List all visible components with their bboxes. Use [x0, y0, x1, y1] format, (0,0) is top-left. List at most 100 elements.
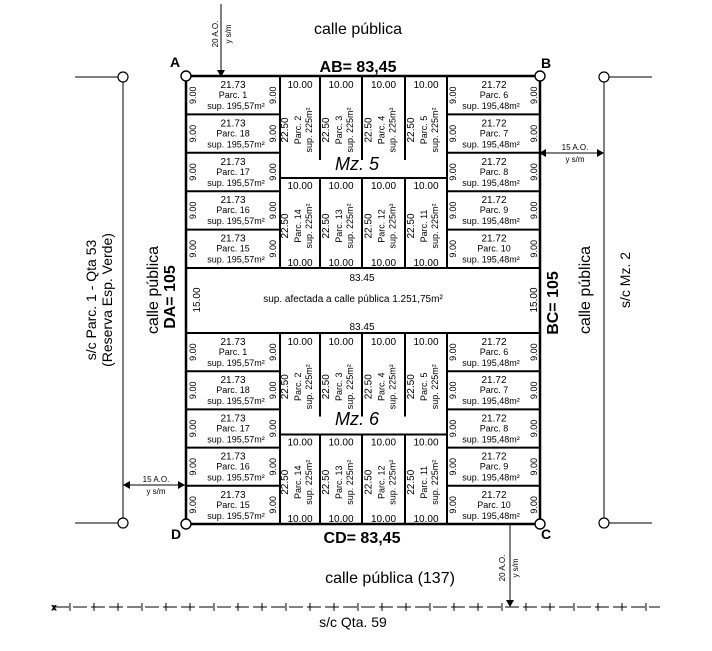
- parcel-width: 21.73: [220, 80, 245, 91]
- parcel-depth: 9.00: [529, 420, 539, 438]
- parcel-depth: 9.00: [448, 125, 458, 143]
- neighbor-boundary-nodes: [117, 71, 610, 529]
- parcel-width: 21.72: [481, 337, 506, 348]
- parcel-depth: 9.00: [529, 86, 539, 104]
- parcel-depth: 9.00: [188, 202, 198, 220]
- parcel-area: sup. 225m²: [388, 107, 398, 152]
- parcel-name: Parc. 12: [377, 209, 387, 243]
- parcel-width: 21.73: [220, 337, 245, 348]
- parcel-width: 10.00: [371, 80, 396, 91]
- parcel-depth: 9.00: [188, 496, 198, 514]
- parcel-area: sup. 225m²: [430, 460, 440, 505]
- parcel-name: Parc. 15: [216, 500, 250, 510]
- neighbor-boundaries: [75, 76, 652, 524]
- parcel-depth: 9.00: [188, 240, 198, 258]
- parcel-name: Parc. 17: [216, 423, 250, 433]
- parcel-name: Parc. 5: [419, 116, 429, 145]
- parcel-depth: 22.50: [406, 117, 417, 142]
- parcel-name: Parc. 11: [419, 210, 429, 243]
- street-bottom-label: calle pública (137): [325, 570, 455, 587]
- parcel-width: 21.73: [220, 452, 245, 463]
- parcel-depth: 9.00: [268, 458, 278, 476]
- parcel-name: Parc. 13: [334, 465, 344, 499]
- parcel-name: Parc. 16: [216, 462, 250, 472]
- parcel-name: Parc. 2: [293, 372, 303, 401]
- parcel-depth: 9.00: [529, 496, 539, 514]
- parcel-name: Parc. 3: [334, 116, 344, 145]
- parcel-width: 10.00: [371, 181, 396, 192]
- parcel-width: 21.73: [220, 195, 245, 206]
- parcel-width: 21.72: [481, 118, 506, 129]
- neighbor-bottom-label: s/c Qta. 59: [319, 614, 387, 630]
- parcel-width: 21.72: [481, 157, 506, 168]
- parcel-width: 10.00: [328, 514, 353, 525]
- parcel-depth: 9.00: [448, 420, 458, 438]
- parcel-name: Parc. 17: [216, 167, 250, 177]
- parcel-depth: 22.50: [280, 117, 291, 142]
- parcel-depth: 9.00: [448, 458, 458, 476]
- parcel-name: Parc. 10: [477, 500, 511, 510]
- parcel-area: sup. 225m²: [345, 460, 355, 505]
- parcel-depth: 9.00: [188, 382, 198, 400]
- parcel-name: Parc. 4: [377, 116, 387, 145]
- parcel-depth: 22.50: [406, 213, 417, 238]
- parcel-name: Parc. 16: [216, 205, 250, 215]
- parcel-depth: 9.00: [188, 420, 198, 438]
- middle-street-length-bottom: 83.45: [349, 322, 374, 333]
- side-da-label: DA= 105: [162, 265, 179, 329]
- parcel-width: 21.72: [481, 375, 506, 386]
- parcel-depth: 9.00: [448, 343, 458, 361]
- parcel-name: Parc. 6: [480, 90, 509, 100]
- parcel-depth: 9.00: [268, 202, 278, 220]
- parcel-width: 10.00: [287, 80, 312, 91]
- block-name-label: Mz. 6: [335, 409, 380, 429]
- parcel-area: sup. 225m²: [304, 460, 314, 505]
- parcel-area: sup. 195,48m²: [462, 511, 520, 521]
- parcel-width: 21.72: [481, 490, 506, 501]
- parcel-width: 10.00: [413, 80, 438, 91]
- parcel-width: 10.00: [287, 337, 312, 348]
- parcel-area: sup. 225m²: [304, 364, 314, 409]
- parcel-width: 21.72: [481, 452, 506, 463]
- parcel-width: 21.72: [481, 195, 506, 206]
- annotation-left-line1: 15 A.O.: [143, 475, 170, 484]
- parcel-area: sup. 225m²: [430, 364, 440, 409]
- neighbor-left-line1: s/c Parc. 1 - Qta 53: [83, 239, 99, 360]
- parcel-name: Parc. 3: [334, 372, 344, 401]
- parcel-area: sup. 225m²: [304, 203, 314, 248]
- parcel-name: Parc. 18: [216, 385, 250, 395]
- parcel-area: sup. 195,57m²: [207, 473, 265, 483]
- parcel-depth: 22.50: [280, 213, 291, 238]
- parcel-width: 21.73: [220, 234, 245, 245]
- parcel-depth: 9.00: [529, 202, 539, 220]
- rail-end-mark: x: [52, 603, 56, 612]
- annotation-top: 20 A.O. y s/m: [211, 4, 233, 77]
- parcel-depth: 22.50: [321, 117, 332, 142]
- middle-street-width-right: 15.00: [529, 287, 540, 312]
- parcel-width: 21.73: [220, 490, 245, 501]
- parcel-name: Parc. 5: [419, 372, 429, 401]
- annotation-bottom-line2: y s/m: [511, 558, 520, 577]
- parcel-area: sup. 195,48m²: [462, 434, 520, 444]
- parcel-depth: 9.00: [448, 496, 458, 514]
- parcel-area: sup. 225m²: [388, 203, 398, 248]
- parcel-area: sup. 195,48m²: [462, 101, 520, 111]
- parcel-name: Parc. 14: [293, 465, 303, 499]
- parcel-depth: 22.50: [321, 469, 332, 494]
- parcel-depth: 9.00: [448, 202, 458, 220]
- street-left-label: calle pública: [145, 246, 162, 334]
- parcel-width: 10.00: [287, 438, 312, 449]
- parcel-area: sup. 195,57m²: [207, 178, 265, 188]
- parcel-area: sup. 195,48m²: [462, 396, 520, 406]
- parcel-area: sup. 195,48m²: [462, 473, 520, 483]
- parcel-depth: 22.50: [364, 374, 375, 399]
- parcel-depth: 9.00: [188, 125, 198, 143]
- parcel-name: Parc. 10: [477, 244, 511, 254]
- parcel-width: 10.00: [328, 181, 353, 192]
- parcel-area: sup. 225m²: [304, 107, 314, 152]
- parcel-depth: 9.00: [448, 86, 458, 104]
- parcel-depth: 9.00: [529, 240, 539, 258]
- parcel-area: sup. 225m²: [345, 203, 355, 248]
